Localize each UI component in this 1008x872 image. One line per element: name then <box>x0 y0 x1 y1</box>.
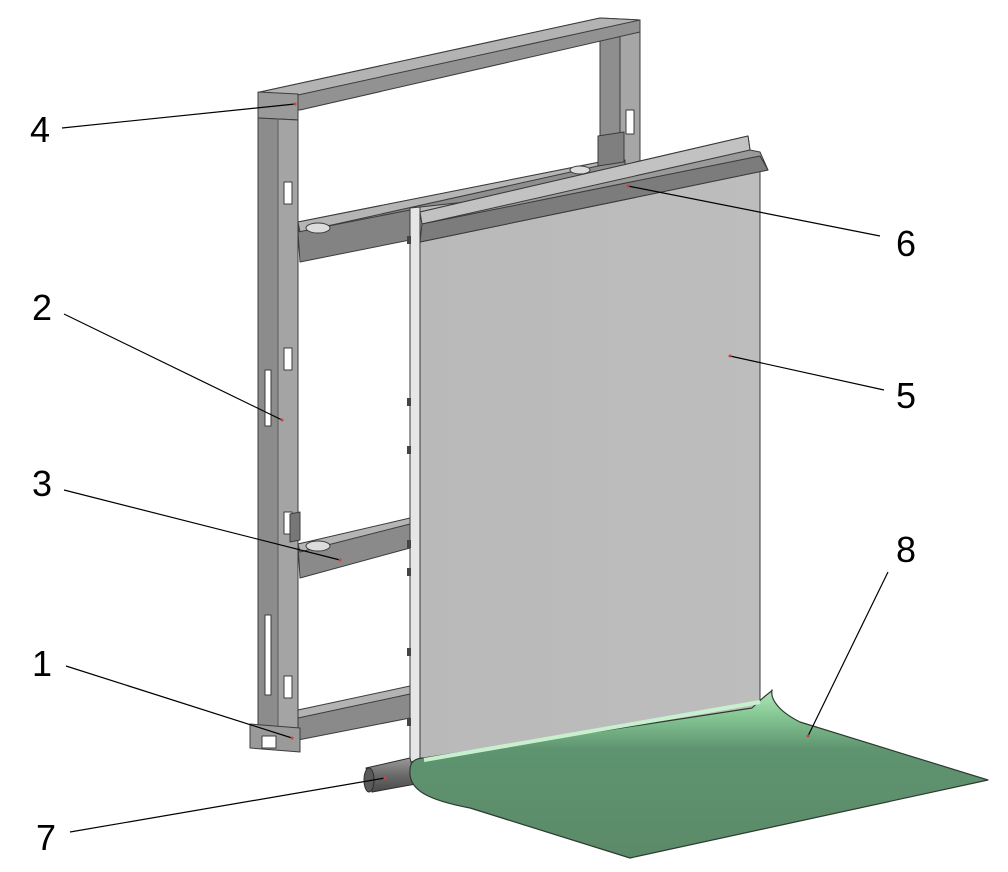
mat-sheet <box>409 689 989 859</box>
panel-face <box>419 169 761 761</box>
leader-lines <box>61 103 889 833</box>
callout-labels: 1 2 3 4 5 6 7 8 <box>30 109 916 858</box>
mat-curl-highlight <box>423 700 761 762</box>
callout-5-label: 5 <box>896 375 916 416</box>
mat <box>409 689 989 859</box>
right-post-slot <box>625 109 635 135</box>
leader-point <box>626 184 630 188</box>
panel-fastener <box>407 540 411 548</box>
upper-hinge-bracket <box>597 131 625 167</box>
left-post-slot <box>283 675 293 699</box>
leader-3 <box>63 489 341 561</box>
panel-fastener <box>407 236 411 244</box>
leader-5 <box>729 355 885 391</box>
leader-points <box>280 102 810 780</box>
leader-point <box>290 736 294 740</box>
left-post-slot <box>283 181 293 205</box>
leader-6 <box>627 185 881 237</box>
panel-fastener <box>407 398 411 406</box>
upper-beam-hole <box>569 165 591 175</box>
callout-4-label: 4 <box>30 109 50 150</box>
callout-6-label: 6 <box>896 223 916 264</box>
leader-7 <box>69 777 386 833</box>
leader-2 <box>63 313 283 421</box>
callout-8-label: 8 <box>896 529 916 570</box>
callout-3-label: 3 <box>32 463 52 504</box>
roller <box>363 757 417 793</box>
foot-notch <box>261 735 277 749</box>
left-post-long-slot <box>264 369 272 427</box>
panel <box>407 135 769 763</box>
panel-fastener <box>407 568 411 576</box>
leader-point <box>728 354 732 358</box>
callout-1-label: 1 <box>32 643 52 684</box>
leader-point <box>383 776 387 780</box>
leader-4 <box>61 103 296 129</box>
leader-8 <box>807 571 889 737</box>
panel-edge <box>409 206 421 763</box>
left-post-slot <box>283 347 293 371</box>
lower-hinge-bracket <box>289 511 301 543</box>
left-post-long-slot <box>264 614 272 696</box>
panel-fastener <box>407 446 411 454</box>
upper-beam-hole <box>305 222 331 234</box>
leader-point <box>806 734 810 738</box>
leader-1 <box>65 665 293 739</box>
lower-beam-hole <box>305 540 331 552</box>
callout-2-label: 2 <box>32 287 52 328</box>
leader-point <box>280 418 284 422</box>
leader-point <box>293 102 297 106</box>
panel-fastener <box>407 648 411 656</box>
leader-point <box>338 558 342 562</box>
callout-7-label: 7 <box>36 817 56 858</box>
panel-fastener <box>407 718 411 726</box>
